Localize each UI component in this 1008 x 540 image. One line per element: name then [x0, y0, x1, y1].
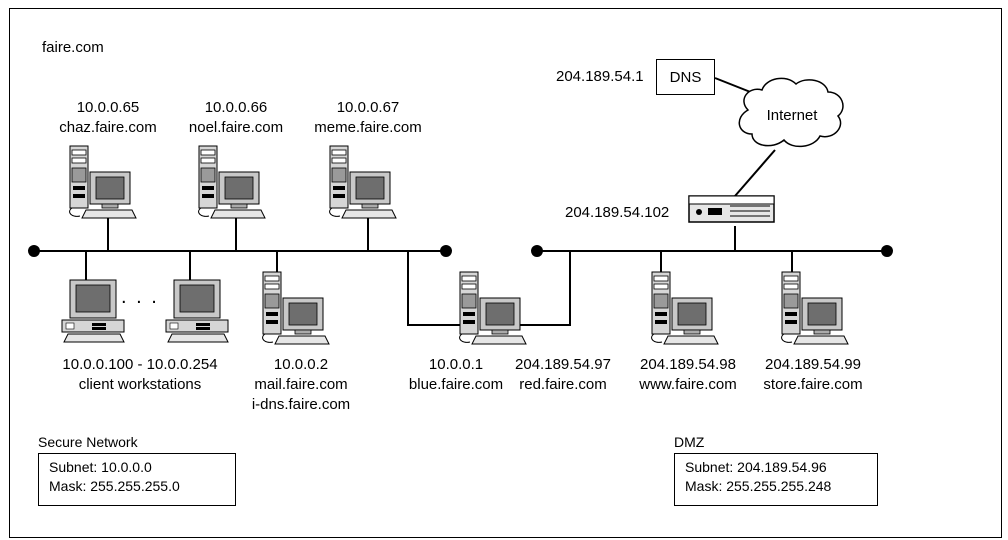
domain-label: faire.com: [42, 39, 104, 56]
client-workstation-icon: [61, 279, 125, 343]
dmz-title: DMZ: [674, 434, 705, 450]
noel-computer-icon: [198, 145, 266, 219]
mail-computer-icon: [262, 271, 330, 345]
secure-bus-end-left: [28, 245, 40, 257]
secure-network-title: Secure Network: [38, 434, 138, 450]
noel-ip-label: 10.0.0.66: [204, 99, 268, 116]
internet-cloud-icon: [738, 77, 844, 148]
client-workstation-icon: [165, 279, 229, 343]
red-ip-label: 204.189.54.97: [515, 356, 611, 373]
mail-ip-label: 10.0.0.2: [273, 356, 329, 373]
dmz-mask-text: Mask: 255.255.255.248: [685, 478, 832, 494]
chaz-computer-icon: [69, 145, 137, 219]
link-firewall-outer: [510, 251, 571, 326]
link-router-internet: [734, 149, 776, 197]
mail-name-label: mail.faire.com: [254, 376, 348, 393]
firewall-computer-icon: [459, 271, 527, 345]
chaz-ip-label: 10.0.0.65: [76, 99, 140, 116]
diagram-frame: [9, 8, 1002, 538]
blue-name-label: blue.faire.com: [408, 376, 504, 393]
link-firewall-inner: [407, 251, 460, 326]
meme-name-label: meme.faire.com: [314, 119, 422, 136]
chaz-name-label: chaz.faire.com: [59, 119, 157, 136]
blue-ip-label: 10.0.0.1: [428, 356, 484, 373]
secure-bus-end-right: [440, 245, 452, 257]
meme-computer-icon: [329, 145, 397, 219]
dmz-bus-end-left: [531, 245, 543, 257]
secure-network-box: Subnet: 10.0.0.0 Mask: 255.255.255.0: [38, 453, 236, 506]
router-ip-label: 204.189.54.102: [565, 204, 670, 221]
www-ip-label: 204.189.54.98: [640, 356, 736, 373]
secure-subnet-text: Subnet: 10.0.0.0: [49, 459, 152, 475]
dmz-bus-end-right: [881, 245, 893, 257]
store-name-label: store.faire.com: [763, 376, 863, 393]
dns-server-box: DNS: [656, 59, 715, 95]
secure-mask-text: Mask: 255.255.255.0: [49, 478, 180, 494]
client-desc-label: client workstations: [78, 376, 202, 393]
store-computer-icon: [781, 271, 849, 345]
dmz-subnet-text: Subnet: 204.189.54.96: [685, 459, 827, 475]
store-ip-label: 204.189.54.99: [765, 356, 861, 373]
internet-label: Internet: [766, 107, 818, 124]
www-name-label: www.faire.com: [639, 376, 737, 393]
router-icon: [688, 195, 775, 223]
meme-ip-label: 10.0.0.67: [336, 99, 400, 116]
mail-alias-label: i-dns.faire.com: [251, 396, 351, 413]
dns-label: DNS: [669, 68, 702, 86]
dmz-box: Subnet: 204.189.54.96 Mask: 255.255.255.…: [674, 453, 878, 506]
client-range-label: 10.0.0.100 - 10.0.0.254: [62, 356, 218, 373]
client-ellipsis: . . .: [121, 286, 159, 308]
red-name-label: red.faire.com: [519, 376, 607, 393]
noel-name-label: noel.faire.com: [188, 119, 284, 136]
www-computer-icon: [651, 271, 719, 345]
dns-ip-label: 204.189.54.1: [556, 68, 644, 85]
